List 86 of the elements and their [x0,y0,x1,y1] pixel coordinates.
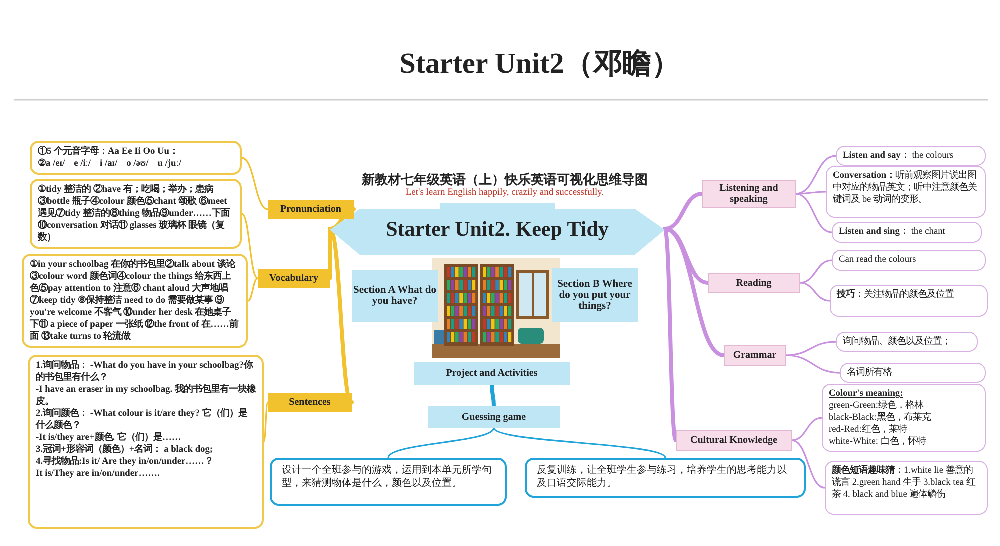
note-text: Listen and say： the colours [843,150,955,162]
note-box [830,285,988,317]
note-box [840,363,986,384]
branch-line [663,227,678,442]
note-text: -It is/they are+颜色. 它（们）是…… [36,432,182,444]
branch-line [663,227,726,358]
note-box [28,355,264,529]
note-text: 名词所有格 [847,367,893,380]
note-text: 询问物品、颜色以及位置； [843,336,952,348]
connector-line [263,402,269,443]
activity-box [428,406,560,428]
banner-title: Starter Unit2. Keep Tidy [386,216,609,242]
note-text: Listen and sing： the chant [839,226,946,238]
connector-line [241,213,259,280]
note-text: white-White: 白色，怀特 [829,436,928,448]
section-box [352,270,438,322]
page-title: Starter Unit2（邓瞻） [398,47,682,82]
note-box [825,461,988,515]
note-text: ①tidy 整洁的 ②have 有；吃喝；举办；患病③bottle 瓶子④colour 颜色⑤chant 颂歌 ⑥meet 遇见⑦tidy 整洁的⑧thing 物品⑨under……下面 ⑩conversation 对话⑪ glasses 玻璃杯 眼镜（复数） [38,184,232,244]
label-text: Grammar [733,350,777,361]
note-text: 3.冠词+形容词（颜色）+名词： a black dog; [36,444,214,456]
branch-label [676,430,792,451]
note-box [30,179,242,250]
label-text: Guessing game [462,412,526,422]
connector-line [799,260,833,284]
branch-line [328,227,332,280]
branch-label [702,180,796,208]
note-box [836,146,986,166]
label-text: Sentences [289,397,331,408]
note-text: 4.寻找物品:Is it/ Are they in/on/under……？ [36,456,214,468]
note-text: -I have an eraser in my schoolbag. 我的书包里有一块橡皮。 [36,384,256,408]
activity-note-box [270,458,507,506]
label-text: Vocabulary [269,273,319,284]
note-text: 颜色短语趣味猜：1.white lie 善意的谎言 2.green hand 生手 3.black tea 红茶 4. black and blue 遍体鳞伤 [832,465,977,502]
branch-label [708,273,800,293]
branch-line [328,227,354,404]
branch-label [724,345,786,366]
note-text: 1.询问物品： -What do you have in your schoolbag?你的书包里有什么？ [36,360,254,384]
note-text: ①5 个元音字母：Aa Ee Ii Oo Uu： [38,146,180,158]
connector-line [785,354,841,374]
label-text: Listening and speaking [718,183,780,205]
label-text: Pronunciation [280,204,342,215]
note-text: Conversation：听前观察图片说出图中对应的物品英文；听中注意颜色关键词及 be 动词的变形。 [833,170,978,206]
note-text: red-Red:红色，莱特 [829,424,908,436]
activity-box [414,362,570,385]
branch-label [258,269,330,288]
label-text: Section B Where do you put your things? [556,278,634,312]
connector-line [791,417,823,442]
branch-label [268,200,354,219]
connector-line [241,157,269,210]
note-box [836,332,978,352]
note-text: 技巧：关注物品的颜色及位置 [837,289,955,302]
label-text: Project and Activities [446,368,538,379]
connector-line [247,278,259,302]
connector-line [799,282,831,302]
label-text: Cultural Knowledge [690,435,778,446]
note-box [826,166,986,218]
label-text: Reading [736,278,772,288]
note-box [22,254,248,348]
connector-line [795,191,827,195]
note-box [832,250,986,271]
note-text: ②a /eɪ/ e /iː/ i /aɪ/ o /əʊ/ u /juː/ [38,158,182,170]
connector-line [785,341,837,356]
section-box [552,268,638,322]
note-text: Colour's meaning: [829,388,904,400]
connector-line [795,193,833,234]
note-text: green-Green:绿色，格林 [829,400,924,412]
label-text: Section A What do you have? [352,285,438,307]
branch-line [490,383,496,408]
note-text: black-Black:黑色，布莱克 [829,412,932,424]
activity-note-box [525,458,806,498]
connector-line [388,427,495,459]
note-text: 设计一个全班参与的游戏，运用到本单元所学句型，来猜测物体是什么，颜色以及位置。 [282,465,493,491]
branch-label [268,393,352,412]
note-text: 反复训练，让全班学生参与练习，培养学生的思考能力以及口语交际能力。 [537,465,788,491]
note-box [822,384,986,452]
slogan-text: Let's learn English happily, crazily and successfully. [404,188,606,198]
heading-text: 新教材七年级英语（上）快乐英语可视化思维导图 [361,171,649,188]
note-text: It is/They are in/on/under……. [36,468,161,480]
note-text: Can read the colours [839,254,918,266]
connector-line [791,440,826,489]
note-text: ①in your schoolbag 在你的书包里②talk about 谈论③colour word 颜色词④colour the things 给东西上色⑤pay attention to 注意⑥ chant aloud 大声地唱⑦keep tidy ⑧保持整洁 need to do 需要做某事 ⑨ you're welcome 不客气 ⑩under her desk 在她桌子下⑪ a piece of paper 一张纸 ⑫the front of 在……前面 ⑬take turns to 轮流做 [30,259,240,344]
note-box [832,222,982,243]
note-text: 2.询问颜色： -What colour is it/are they? 它（们）是什么颜色？ [36,408,248,432]
connector-line [493,427,666,459]
note-box [30,141,242,176]
